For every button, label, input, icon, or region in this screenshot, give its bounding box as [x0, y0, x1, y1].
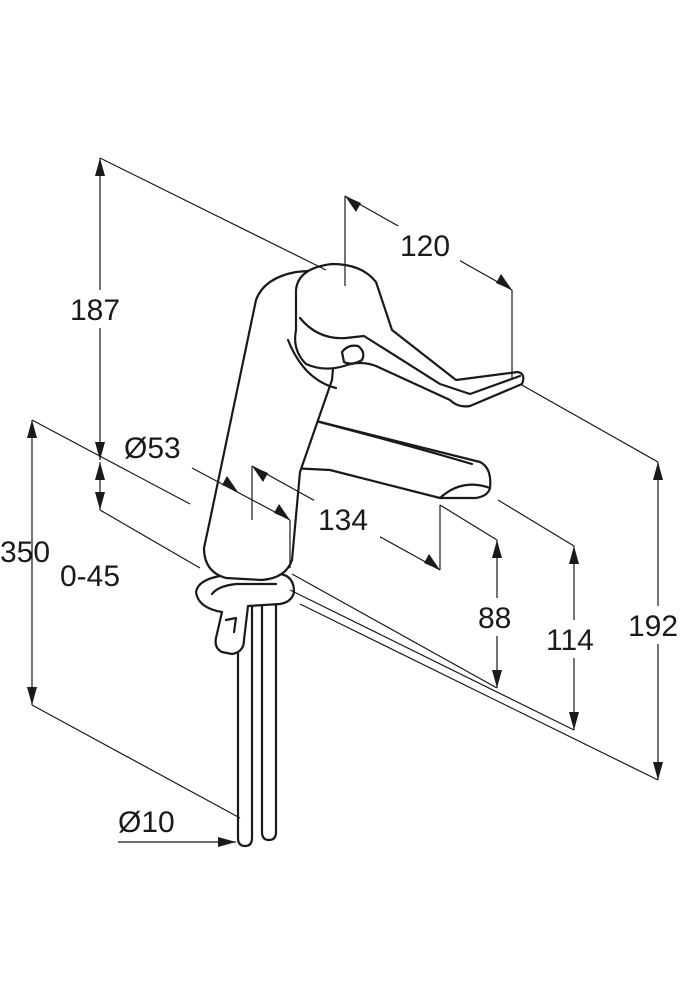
dim-label-0-45: 0-45: [60, 560, 120, 593]
dim-label-diameter-10: Ø10: [118, 806, 175, 839]
supply-hose-right: [260, 573, 278, 842]
lever-handle: [294, 262, 525, 408]
lever-inner-edge: [298, 316, 522, 396]
clamp-bolt: [224, 616, 238, 634]
arrowheads: [27, 158, 663, 847]
dim-label-187: 187: [70, 294, 120, 327]
dim-label-diameter-53: Ø53: [124, 432, 181, 465]
dim-label-192: 192: [628, 610, 678, 643]
lever-pivot: [340, 344, 365, 365]
dim-label-120: 120: [400, 230, 450, 263]
dim-label-114: 114: [546, 624, 594, 657]
dim-label-350: 350: [0, 536, 50, 569]
spout-top-face: [310, 418, 474, 466]
dim-label-88: 88: [478, 602, 511, 635]
mounting-clamp: [194, 572, 296, 656]
dimension-labels: 187 120 Ø53 350 0-45 134 88 114 192 Ø10: [0, 226, 683, 839]
clamp-inner-ring: [210, 582, 278, 596]
dim-label-134: 134: [318, 504, 368, 537]
faucet-illustration: [194, 262, 525, 848]
body-shading-line: [286, 338, 338, 390]
spout-aerator-face: [438, 483, 492, 500]
